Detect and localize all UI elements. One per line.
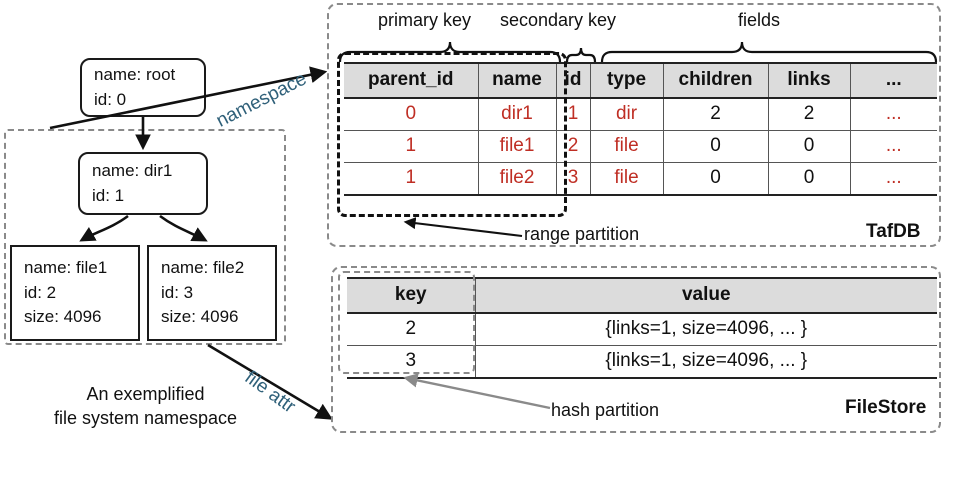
tafdb-cell: ...	[849, 162, 937, 196]
tafdb-col-type: type	[589, 62, 664, 99]
namespace-subtree-boundary	[4, 129, 286, 345]
tree-edges	[79, 117, 208, 242]
tafdb-col-id: id	[555, 62, 591, 99]
tafdb-cell: dir1	[477, 98, 557, 131]
tree-node-file1-name: name: file1	[24, 258, 108, 278]
tafdb-cell: 1	[555, 98, 591, 131]
tafdb-col-ellipsis: ...	[849, 62, 937, 99]
tafdb-cell: 1	[344, 162, 479, 196]
table-row: 0 dir1 1 dir 2 2 ...	[344, 98, 937, 131]
tafdb-cell: 1	[344, 130, 479, 163]
tree-node-dir1[interactable]: name: dir1 id: 1	[78, 152, 208, 215]
tree-node-file2[interactable]: name: file2 id: 3 size: 4096	[147, 245, 277, 341]
filestore-col-key: key	[347, 277, 476, 314]
tafdb-cell: 0	[767, 162, 851, 196]
table-row: 1 file1 2 file 0 0 ...	[344, 130, 937, 163]
hash-partition-pointer	[403, 373, 551, 410]
namespace-caption-line1: An exemplified	[86, 384, 205, 404]
secondary-key-label: secondary key	[500, 10, 617, 30]
tafdb-table: parent_id name id type children links ..…	[344, 62, 937, 196]
tafdb-cell: 0	[344, 98, 479, 131]
table-row: 1 file2 3 file 0 0 ...	[344, 162, 937, 196]
tree-node-root-name: name: root	[94, 64, 176, 84]
tafdb-cell: ...	[849, 98, 937, 131]
filestore-cell: {links=1, size=4096, ... }	[474, 313, 937, 346]
tree-node-dir1-id: id: 1	[92, 185, 125, 205]
tafdb-cell: 0	[662, 130, 769, 163]
tree-node-root[interactable]: name: root id: 0	[80, 58, 206, 117]
tafdb-store-name: TafDB	[866, 221, 921, 242]
tafdb-col-parent_id: parent_id	[344, 62, 479, 99]
tafdb-cell: dir	[589, 98, 664, 131]
fields-label: fields	[738, 10, 781, 30]
tree-node-root-id: id: 0	[94, 89, 127, 109]
tree-node-file2-size: size: 4096	[161, 307, 239, 327]
tree-node-file2-id: id: 3	[161, 282, 194, 302]
tree-node-dir1-name: name: dir1	[92, 160, 173, 180]
hash-partition-label: hash partition	[551, 400, 660, 420]
namespace-caption: An exemplified file system namespace	[18, 382, 273, 431]
tafdb-cell: file2	[477, 162, 557, 196]
tafdb-col-links: links	[767, 62, 851, 99]
tree-node-file1-id: id: 2	[24, 282, 57, 302]
range-partition-label: range partition	[524, 224, 640, 244]
filestore-col-value: value	[474, 277, 937, 314]
filestore-header-row: key value	[347, 277, 937, 314]
tafdb-cell: 0	[662, 162, 769, 196]
tafdb-col-name: name	[477, 62, 557, 99]
tafdb-cell: ...	[849, 130, 937, 163]
tafdb-cell: 2	[662, 98, 769, 131]
tafdb-col-children: children	[662, 62, 769, 99]
namespace-caption-line2: file system namespace	[53, 408, 238, 429]
tafdb-cell: 0	[767, 130, 851, 163]
filestore-table: key value 2 {links=1, size=4096, ... } 3…	[347, 277, 937, 379]
tree-node-file2-name: name: file2	[161, 258, 245, 278]
tree-node-file1-size: size: 4096	[24, 307, 102, 327]
tafdb-cell: file	[589, 162, 664, 196]
range-partition-pointer	[403, 217, 523, 237]
tafdb-cell: 3	[555, 162, 591, 196]
tafdb-header-row: parent_id name id type children links ..…	[344, 62, 937, 99]
tafdb-cell: file1	[477, 130, 557, 163]
filestore-cell: {links=1, size=4096, ... }	[474, 345, 937, 379]
filestore-cell: 2	[347, 313, 476, 346]
primary-key-label: primary key	[378, 10, 472, 30]
filestore-store-name: FileStore	[845, 397, 927, 418]
table-row: 2 {links=1, size=4096, ... }	[347, 313, 937, 346]
tafdb-cell: 2	[555, 130, 591, 163]
tree-node-file1[interactable]: name: file1 id: 2 size: 4096	[10, 245, 140, 341]
tafdb-cell: 2	[767, 98, 851, 131]
tafdb-cell: file	[589, 130, 664, 163]
